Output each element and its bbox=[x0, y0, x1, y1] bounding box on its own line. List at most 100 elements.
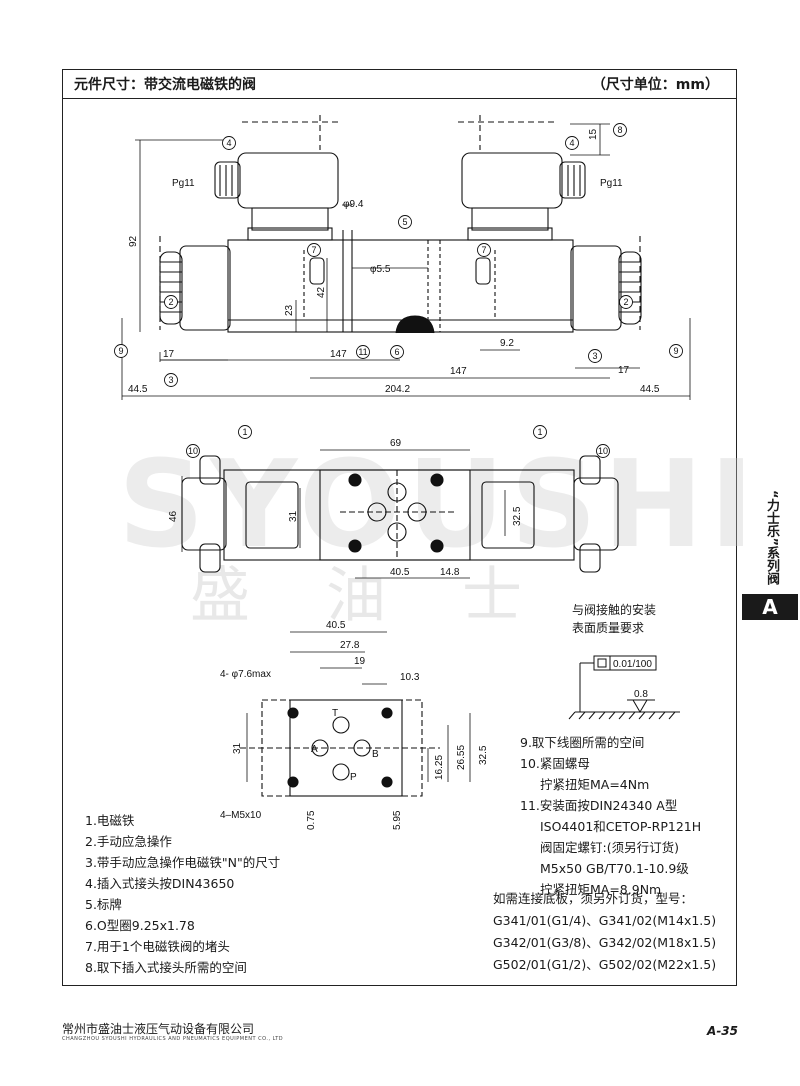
callout-11: 11 bbox=[358, 347, 367, 357]
page-number: A-35 bbox=[707, 1024, 738, 1038]
legend-notes-right: 9.取下线圈所需的空间 10.紧固螺母 拧紧扭矩MA=4Nm 11.安装面按DI… bbox=[520, 732, 701, 900]
dim-9-2: 9.2 bbox=[500, 338, 514, 349]
dim-147-a: 147 bbox=[330, 349, 347, 360]
dim-16-25: 16.25 bbox=[434, 755, 445, 780]
dim-23: 23 bbox=[284, 304, 295, 316]
note-item: ISO4401和CETOP-RP121H bbox=[540, 819, 702, 834]
dim-17-left: 17 bbox=[163, 349, 175, 360]
callout-2: 2 bbox=[168, 297, 173, 307]
watermark-cn: 盛油士 bbox=[190, 561, 598, 631]
callout-3: 3 bbox=[168, 375, 173, 385]
dim-5-95: 5.95 bbox=[392, 810, 403, 830]
section-letter: A bbox=[742, 594, 798, 620]
surface-note-line: 表面质量要求 bbox=[572, 621, 645, 635]
side-elevation-dimensions bbox=[121, 123, 691, 400]
dim-14-8: 14.8 bbox=[440, 567, 460, 578]
dim-phi-5-5: φ5.5 bbox=[370, 264, 391, 275]
dim-15: 15 bbox=[588, 128, 599, 140]
note-item: 阀固定螺钉:(须另行订货) bbox=[540, 840, 679, 855]
note-item: 10.紧固螺母 bbox=[520, 756, 590, 771]
callout-4: 4 bbox=[226, 138, 231, 148]
dim-44-5-left: 44.5 bbox=[128, 384, 148, 395]
dim-31: 31 bbox=[288, 510, 299, 522]
dim-0-75: 0.75 bbox=[306, 810, 317, 830]
company-name: 常州市盛油士液压气动设备有限公司 bbox=[62, 1022, 255, 1036]
series-side-tab: “力士乐”系列阀 bbox=[740, 470, 800, 620]
callout-5: 5 bbox=[402, 217, 407, 227]
dim-17-right: 17 bbox=[618, 365, 630, 376]
note-item: 2.手动应急操作 bbox=[85, 834, 172, 849]
note-item: 5.标牌 bbox=[85, 897, 122, 912]
side-elevation-callouts bbox=[114, 123, 683, 387]
dim-42: 42 bbox=[316, 286, 327, 298]
flatness-value: 0.01/100 bbox=[613, 659, 652, 670]
callout-7: 7 bbox=[311, 245, 316, 255]
callout-10: 10 bbox=[598, 446, 608, 456]
dim-27-8: 27.8 bbox=[340, 640, 360, 651]
page-frame bbox=[62, 69, 737, 986]
dim-204-2: 204.2 bbox=[385, 384, 410, 395]
callout-9: 9 bbox=[673, 346, 678, 356]
port-b-label: B bbox=[372, 749, 379, 760]
note-item: 3.带手动应急操作电磁铁"N"的尺寸 bbox=[85, 855, 281, 870]
plan-view-dimension-text: 69 46 31 32.5 40.5 14.8 bbox=[168, 438, 523, 578]
plan-view-callout-text: 10 1 1 10 bbox=[188, 427, 608, 456]
unit-label: （尺寸单位：mm） bbox=[591, 77, 719, 93]
plan-view-callouts bbox=[186, 425, 610, 458]
pg11-right-label: Pg11 bbox=[600, 178, 623, 189]
dim-4-phi-7-6: 4- φ7.6max bbox=[220, 669, 271, 680]
port-t-label: T bbox=[332, 708, 338, 719]
callout-9: 9 bbox=[118, 346, 123, 356]
side-elevation-dimension-text: Pg11 Pg11 92 15 φ9.4 φ5.5 42 23 17 17 14… bbox=[128, 128, 660, 395]
surface-note-line: 与阀接触的安装 bbox=[572, 603, 657, 617]
dim-69: 69 bbox=[390, 438, 402, 449]
mounting-pattern-dimensions bbox=[246, 631, 471, 782]
dim-147-b: 147 bbox=[450, 366, 467, 377]
callout-7: 7 bbox=[481, 245, 486, 255]
dim-32-5: 32.5 bbox=[512, 506, 523, 526]
order-info: 如需连接底板，须另外订货，型号： G341/01(G1/4)、G341/02(M… bbox=[493, 888, 716, 976]
plan-view-drawing bbox=[181, 455, 619, 573]
dim-26-55: 26.55 bbox=[456, 745, 467, 770]
callout-2: 2 bbox=[623, 297, 628, 307]
note-item: 8.取下插入式接头所需的空间 bbox=[85, 960, 247, 975]
pg11-left-label: Pg11 bbox=[172, 178, 195, 189]
order-line: 如需连接底板，须另外订货，型号： bbox=[493, 891, 694, 906]
note-item: 9.取下线圈所需的空间 bbox=[520, 735, 645, 750]
dim-32-5: 32.5 bbox=[478, 745, 489, 765]
callout-10: 10 bbox=[188, 446, 198, 456]
order-line: G341/01(G1/4)、G341/02(M14x1.5) bbox=[493, 913, 717, 928]
dim-4-m5x10: 4–M5x10 bbox=[220, 810, 262, 821]
dim-92: 92 bbox=[128, 235, 139, 247]
company-name-en: CHANGZHOU SYOUSHI HYDRAULICS AND PNEUMAT… bbox=[62, 1036, 284, 1042]
roughness-value: 0.8 bbox=[634, 689, 648, 700]
side-elevation-callout-text: 4 4 8 5 7 7 2 2 11 6 9 9 3 3 bbox=[118, 125, 678, 385]
mounting-pattern-drawing bbox=[240, 699, 440, 797]
dim-40-5: 40.5 bbox=[326, 620, 346, 631]
side-elevation-drawing bbox=[159, 115, 642, 334]
callout-4: 4 bbox=[569, 138, 574, 148]
surface-quality-symbol bbox=[568, 655, 680, 720]
note-item: 7.用于1个电磁铁阀的堵头 bbox=[85, 939, 230, 954]
dim-44-5-right: 44.5 bbox=[640, 384, 660, 395]
callout-6: 6 bbox=[394, 347, 399, 357]
order-line: G342/01(G3/8)、G342/02(M18x1.5) bbox=[493, 935, 717, 950]
note-item: M5x50 GB/T70.1-10.9级 bbox=[540, 861, 689, 876]
mounting-pattern-dimension-text: 40.5 27.8 19 10.3 4- φ7.6max 31 26.55 32… bbox=[220, 620, 489, 830]
dim-31: 31 bbox=[232, 742, 243, 754]
dim-19: 19 bbox=[354, 656, 366, 667]
note-item: 1.电磁铁 bbox=[85, 813, 135, 828]
note-item: 拧紧扭矩MA=8.9Nm bbox=[540, 882, 662, 897]
callout-1: 1 bbox=[537, 427, 542, 437]
dim-10-3: 10.3 bbox=[400, 672, 420, 683]
port-a-label: A bbox=[311, 744, 318, 755]
order-line: G502/01(G1/2)、G502/02(M22x1.5) bbox=[493, 957, 717, 972]
series-label: “力士乐”系列阀 bbox=[764, 490, 779, 586]
callout-8: 8 bbox=[617, 125, 622, 135]
legend-notes-left: 1.电磁铁 2.手动应急操作 3.带手动应急操作电磁铁"N"的尺寸 4.插入式接… bbox=[85, 810, 280, 978]
section-header: 元件尺寸：带交流电磁铁的阀 （尺寸单位：mm） bbox=[62, 69, 737, 99]
dim-phi-9-4: φ9.4 bbox=[343, 199, 364, 210]
callout-1: 1 bbox=[242, 427, 247, 437]
plan-view-dimensions bbox=[181, 449, 506, 579]
